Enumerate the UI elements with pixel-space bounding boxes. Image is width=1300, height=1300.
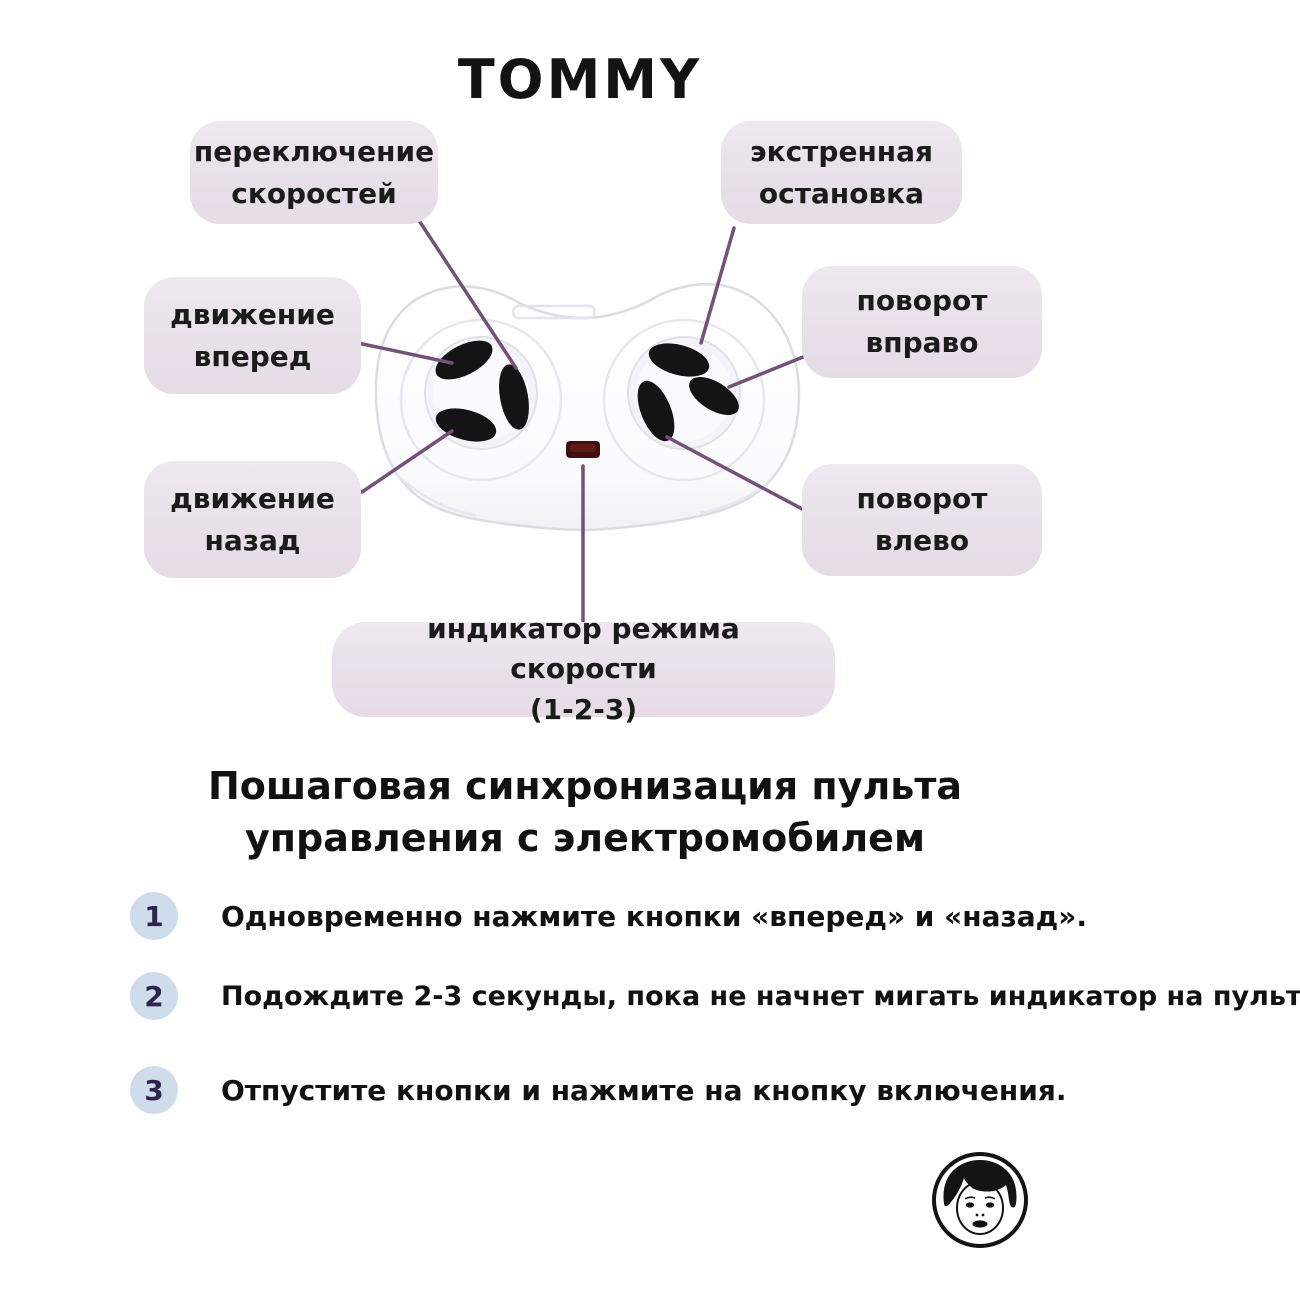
step-number-badge: 1	[130, 892, 178, 940]
speed-button	[499, 364, 529, 430]
callout-emergency-stop: экстренная остановка	[721, 121, 962, 224]
sync-step-2: 2 Подождите 2-3 секунды, пока не начнет …	[130, 972, 1300, 1020]
sync-heading-line1: Пошаговая синхронизация пульта	[208, 764, 962, 808]
brand-title: TOMMY	[457, 48, 703, 111]
top-notch	[511, 304, 597, 320]
callout-lines	[356, 220, 808, 623]
callout-turn-left-label: поворот влево	[856, 482, 988, 557]
callout-turn-left: поворот влево	[802, 464, 1042, 576]
line-turn-right	[727, 355, 805, 389]
turn-right-button	[689, 376, 739, 416]
callout-turn-right-label: поворот вправо	[856, 284, 988, 359]
callout-backward-label: движение назад	[170, 481, 335, 557]
line-turn-left	[665, 435, 808, 513]
step-number-badge: 2	[130, 972, 178, 1020]
sync-step-1: 1 Одновременно нажмите кнопки «вперед» и…	[130, 892, 1087, 940]
callout-speed-indicator: индикатор режима скорости (1-2-3)	[332, 612, 835, 726]
stop-button	[648, 343, 710, 377]
callout-speed-indicator-sub: (1-2-3)	[529, 692, 638, 726]
step-text: Подождите 2-3 секунды, пока не начнет ми…	[221, 980, 1300, 1012]
step-number-badge: 3	[130, 1066, 178, 1114]
callout-backward: движение назад	[144, 461, 361, 578]
right-joystick-buttons	[627, 336, 741, 450]
kid-face-logo	[932, 1152, 1028, 1248]
forward-button	[435, 340, 493, 380]
line-speed-switch	[418, 220, 518, 370]
callout-speed-switch: переключение скоростей	[190, 121, 438, 224]
led-indicator	[566, 441, 600, 458]
line-backward	[360, 429, 454, 494]
step-text: Отпустите кнопки и нажмите на кнопку вкл…	[221, 1073, 1067, 1107]
callout-forward: движение вперед	[144, 277, 361, 394]
sync-heading-line2: управления с электромобилем	[244, 816, 926, 861]
callout-emergency-stop-label: экстренная остановка	[749, 134, 934, 210]
line-emergency	[699, 226, 736, 345]
turn-left-button	[637, 380, 675, 442]
left-joystick-buttons	[424, 336, 538, 450]
step-text: Одновременно нажмите кнопки «вперед» и «…	[221, 899, 1088, 933]
callout-speed-indicator-label: индикатор режима скорости	[427, 611, 740, 686]
sync-heading: Пошаговая синхронизация пульта управлени…	[0, 760, 1170, 865]
callout-turn-right: поворот вправо	[802, 266, 1042, 378]
callout-speed-switch-label: переключение скоростей	[193, 134, 435, 210]
callout-forward-label: движение вперед	[170, 297, 335, 373]
sync-step-3: 3 Отпустите кнопки и нажмите на кнопку в…	[130, 1066, 1066, 1114]
line-forward	[356, 341, 454, 365]
